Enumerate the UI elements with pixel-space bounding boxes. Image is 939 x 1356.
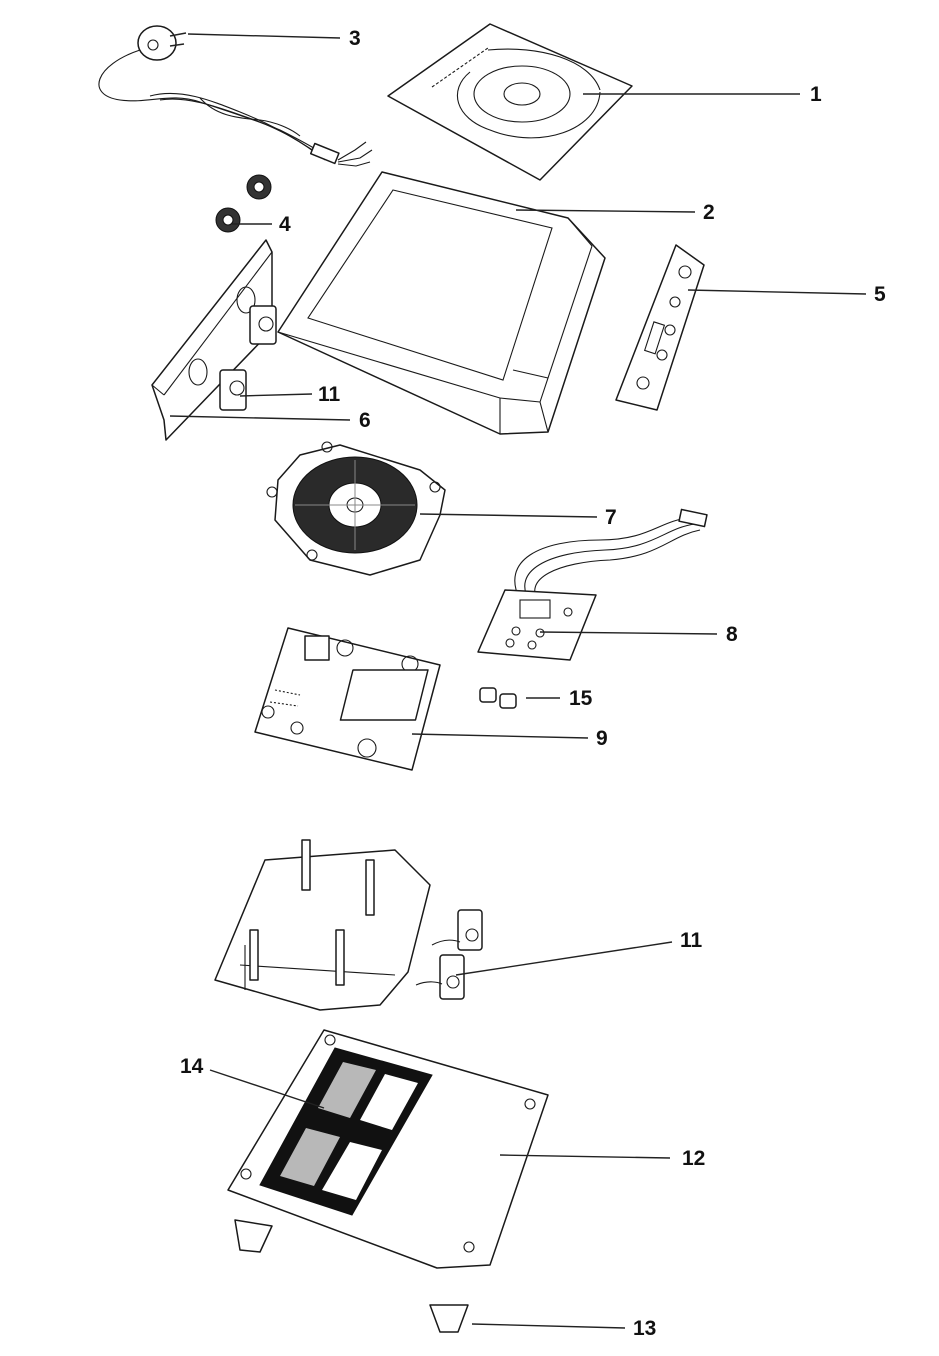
callout-label: 6 [359,409,371,432]
callout-label: 1 [810,83,822,106]
top-housing [277,171,606,435]
callout-label: 8 [726,623,738,646]
key-buttons [479,687,517,709]
callout-label: 5 [874,283,886,306]
callout-label: 3 [349,27,361,50]
rubber-feet [234,1219,469,1333]
callout-label: 4 [279,213,291,236]
callout-label: 11 [680,929,703,952]
callout-label: 2 [703,201,715,224]
side-bracket [615,244,705,411]
fan-bracket-upper [219,305,277,411]
plug-icon [137,25,187,61]
callout-label: 14 [180,1055,204,1078]
main-pcb [254,627,441,771]
callout-label: 11 [318,383,341,406]
callout-label: 15 [569,687,593,710]
callout-label: 13 [633,1317,657,1340]
callout-label: 9 [596,727,608,750]
power-cord [98,25,373,167]
bottom-plate [227,1029,549,1269]
gasket-icon [215,174,272,233]
leader-lines [169,33,867,1329]
fan-bracket-lower [415,909,483,1000]
glass-top-plate [387,23,633,181]
callout-label: 7 [605,506,617,529]
induction-coil [266,441,446,576]
inner-frame [214,839,431,1011]
callout-label: 12 [682,1147,706,1170]
display-board [477,508,708,661]
